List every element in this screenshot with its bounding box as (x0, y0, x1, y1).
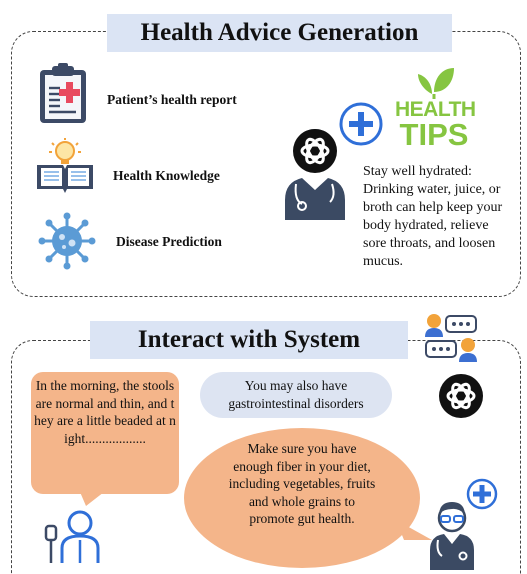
openai-logo-icon-2 (438, 373, 484, 419)
input-label-health-knowledge: Health Knowledge (113, 168, 220, 183)
openai-logo-icon (292, 128, 338, 174)
system-reply-bubble-2 (184, 428, 420, 568)
virus-icon (38, 212, 96, 270)
system-reply-text-2: Make sure you have enough fiber in your … (228, 441, 376, 526)
patient-message-bubble (31, 372, 179, 494)
chat-people-icon (424, 311, 478, 363)
input-label-disease-prediction: Disease Prediction (116, 234, 222, 249)
health-tips-line1: HEALTH (395, 98, 476, 121)
doctor-plus-icon-2 (430, 478, 500, 570)
patient-icon (44, 508, 104, 564)
patient-bubble-tail (80, 492, 104, 506)
health-advice-text: Stay well hydrated: Drinking water, juic… (363, 164, 503, 269)
health-tips-logo (394, 66, 474, 154)
input-label-health-report: Patient’s health report (107, 92, 237, 107)
system-reply-bubble-2-tail (396, 520, 432, 544)
interact-title: Interact with System (90, 321, 408, 359)
clipboard-report-icon (36, 63, 90, 125)
system-reply-text-1: You may also have gastrointestinal disor… (228, 378, 364, 411)
health-tips-line2: TIPS (399, 117, 469, 152)
open-book-bulb-icon (34, 138, 96, 194)
health-advice-title: Health Advice Generation (107, 14, 452, 52)
patient-message-text: In the morning, the stools are normal an… (34, 378, 176, 446)
system-reply-bubble-1 (200, 372, 392, 418)
